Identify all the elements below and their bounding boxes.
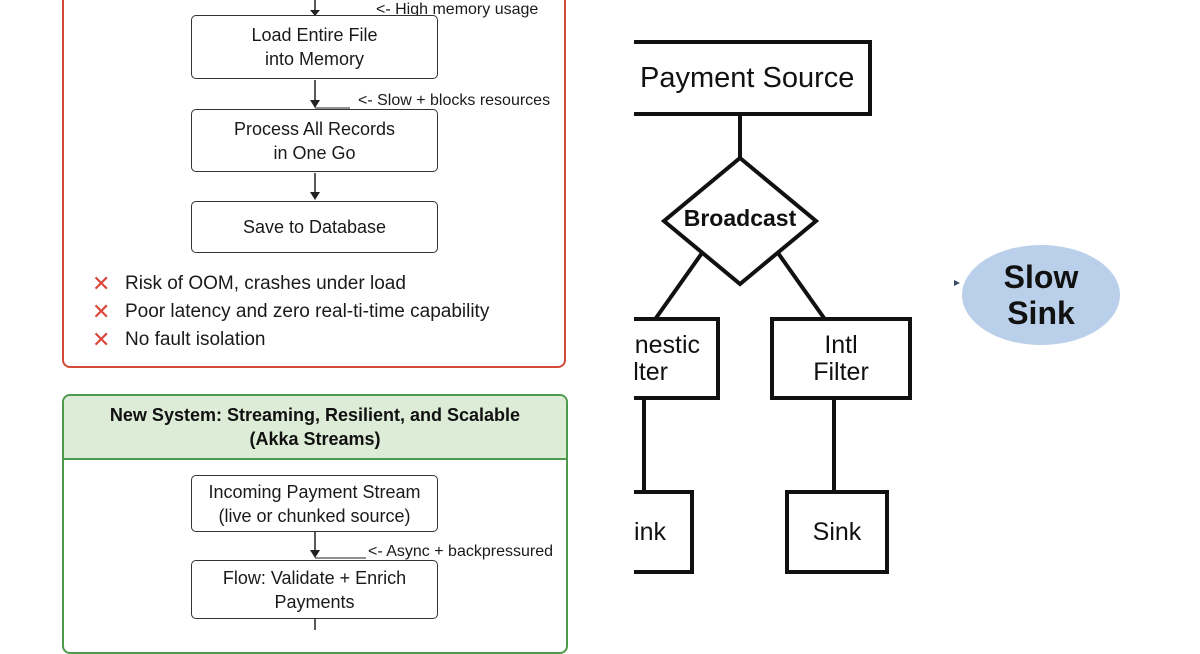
domestic-sink-label: ink	[634, 517, 666, 546]
new-system-connectors	[310, 532, 366, 630]
intl-filter-node: Intl Filter	[770, 317, 912, 400]
save-database-line1: Save to Database	[242, 217, 387, 237]
old-system-panel	[62, 0, 566, 368]
new-system-subtitle: (Akka Streams)	[249, 429, 381, 449]
slow-sink-line1: Slow	[1003, 259, 1079, 295]
x-mark-icon: ✕	[92, 327, 111, 352]
intl-sink-label: Sink	[812, 517, 862, 546]
process-records-line2: in One Go	[273, 142, 356, 163]
payment-source-label: Payment Source	[640, 61, 855, 94]
new-system-header: New System: Streaming, Resilient, and Sc…	[64, 396, 566, 460]
load-file-box: Load Entire File into Memory	[191, 15, 438, 79]
new-system-panel: New System: Streaming, Resilient, and Sc…	[62, 394, 568, 654]
x-mark-icon: ✕	[92, 271, 111, 296]
con-item: ✕ No fault isolation	[92, 327, 265, 353]
intl-filter-line2: Filter	[813, 357, 869, 386]
domestic-filter-line2: lter	[634, 357, 668, 386]
domestic-filter-node: nestic lter	[634, 317, 720, 400]
load-file-line2: into Memory	[264, 49, 365, 69]
con-text: Risk of OOM, crashes under load	[125, 273, 406, 294]
stream-graph: Broadcast Payment Source nestic lter Int…	[634, 0, 1200, 630]
async-backpressure-note: <- Async + backpressured	[368, 543, 553, 560]
slow-blocks-note: <- Slow + blocks resources	[358, 92, 551, 109]
new-system-title: New System: Streaming, Resilient, and Sc…	[109, 405, 521, 425]
incoming-stream-line1: Incoming Payment Stream	[208, 481, 421, 502]
validate-enrich-line2: Payments	[274, 591, 355, 612]
validate-enrich-box: Flow: Validate + Enrich Payments	[191, 560, 438, 619]
graph-connectors	[642, 116, 960, 491]
validate-enrich-line1: Flow: Validate + Enrich	[222, 567, 407, 588]
process-records-line1: Process All Records	[233, 118, 396, 139]
process-records-box: Process All Records in One Go	[191, 109, 438, 172]
con-item: ✕ Risk of OOM, crashes under load	[92, 271, 406, 297]
domestic-filter-line1: nestic	[634, 330, 700, 359]
con-text: Poor latency and zero real-ti-time capab…	[125, 301, 490, 322]
domestic-sink-node: ink	[634, 490, 694, 574]
con-item: ✕ Poor latency and zero real-ti-time cap…	[92, 299, 489, 325]
incoming-stream-box: Incoming Payment Stream (live or chunked…	[191, 475, 438, 532]
payment-source-node: Payment Source	[634, 40, 872, 116]
slow-sink-node: Slow Sink	[962, 245, 1120, 345]
intl-filter-line1: Intl	[824, 330, 858, 359]
intl-sink-node: Sink	[785, 490, 889, 574]
load-file-line1: Load Entire File	[251, 25, 378, 45]
broadcast-label: Broadcast	[683, 205, 797, 231]
save-database-box: Save to Database	[191, 201, 438, 253]
x-mark-icon: ✕	[92, 299, 111, 324]
con-text: No fault isolation	[125, 329, 266, 350]
slow-sink-line2: Sink	[1007, 295, 1075, 331]
incoming-stream-line2: (live or chunked source)	[218, 505, 411, 526]
high-memory-note: <- High memory usage	[376, 1, 539, 18]
